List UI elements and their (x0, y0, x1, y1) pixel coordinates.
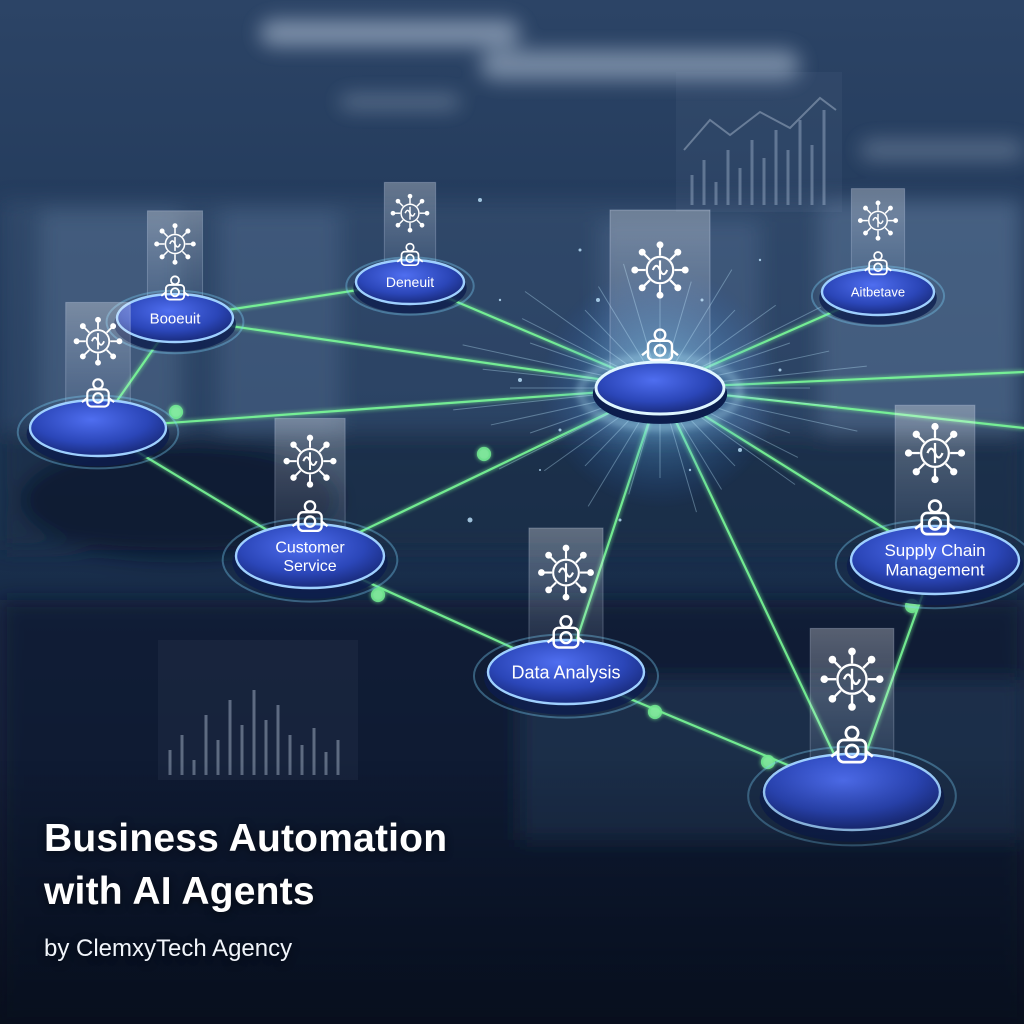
robot-icon (81, 378, 115, 408)
glow-ray (666, 411, 697, 513)
caption-title-line-2: with AI Agents (44, 870, 315, 913)
robot-icon (830, 725, 874, 764)
sparkle-dot (778, 368, 782, 372)
brain-circuit-icon (154, 223, 196, 265)
node-label: Supply Chain (884, 541, 985, 560)
glow-ray (462, 344, 623, 381)
brain-circuit-icon (631, 241, 689, 299)
robot-icon (864, 251, 892, 276)
glow-ray (690, 306, 822, 374)
brain-circuit-icon (390, 193, 430, 233)
connection-node-dot (647, 704, 663, 720)
caption-title-line-1: Business Automation (44, 817, 448, 860)
agent-node-leftmid (16, 301, 180, 470)
robot-icon (914, 499, 956, 536)
node-halo (221, 517, 399, 603)
agent-node-booeuit: Booeuit (105, 210, 245, 355)
sparkle-dot (596, 298, 600, 302)
node-disc (486, 638, 646, 706)
sparkle-dot (618, 518, 622, 522)
node-label: Data Analysis (511, 662, 620, 682)
glow-ray (699, 365, 867, 385)
brain-circuit-icon (73, 316, 123, 366)
connection-node-dot (476, 446, 492, 462)
glow-ray (697, 350, 830, 381)
connection-node-dot (370, 587, 386, 603)
sparkle-dot (478, 198, 482, 202)
agent-node-hub (578, 209, 742, 429)
node-disc (234, 522, 386, 590)
sparkle-dot (688, 468, 692, 472)
node-disc (849, 524, 1021, 596)
node-halo (16, 394, 180, 470)
node-disc (594, 360, 726, 416)
glow-ray (498, 402, 630, 470)
sparkle-dot (738, 448, 742, 452)
sparkle-dot (518, 378, 522, 382)
sparkle-dot (467, 517, 473, 523)
node-halo (578, 355, 742, 429)
node-disc (820, 267, 936, 317)
agent-node-aitb: Aitbetave (810, 188, 946, 327)
node-label: Aitbetave (851, 285, 905, 300)
caption-shade (0, 760, 1024, 1024)
sparkle-dot (758, 258, 762, 262)
node-disc (28, 398, 168, 458)
node-halo (810, 265, 946, 327)
robot-icon (641, 328, 679, 362)
sparkle-dot (498, 298, 502, 302)
agent-node-data: Data Analysis (472, 527, 660, 719)
node-halo (472, 633, 660, 719)
brain-circuit-icon (283, 434, 337, 488)
robot-icon (160, 275, 190, 301)
sparkle-dot (539, 469, 541, 471)
brain-circuit-icon (904, 422, 966, 484)
agent-node-deneuit: Deneuit (345, 181, 475, 316)
node-label: Service (283, 558, 336, 575)
node-halo (834, 518, 1024, 610)
brain-circuit-icon (857, 200, 899, 241)
brain-circuit-icon (820, 647, 884, 711)
glow-ray (453, 391, 621, 411)
background-chart-top (676, 72, 842, 212)
sparkle-dot (558, 428, 562, 432)
brain-circuit-icon (538, 544, 594, 601)
connection-node-dot (168, 404, 184, 420)
node-label: Management (885, 561, 985, 580)
robot-icon (396, 242, 424, 267)
node-label: Customer (275, 539, 345, 556)
caption-block: Business Automation with AI Agents by Cl… (44, 812, 564, 964)
node-halo (345, 256, 475, 316)
robot-icon (291, 500, 329, 533)
background-chart-left (158, 640, 358, 780)
node-label: Booeuit (150, 310, 202, 327)
node-label: Deneuit (386, 274, 434, 290)
glow-ray (685, 405, 796, 485)
caption-byline: by ClemxyTech Agency (44, 935, 293, 962)
robot-icon (546, 615, 586, 649)
glow-ray (673, 410, 722, 490)
node-disc (354, 258, 466, 306)
sparkle-dot (578, 248, 582, 252)
